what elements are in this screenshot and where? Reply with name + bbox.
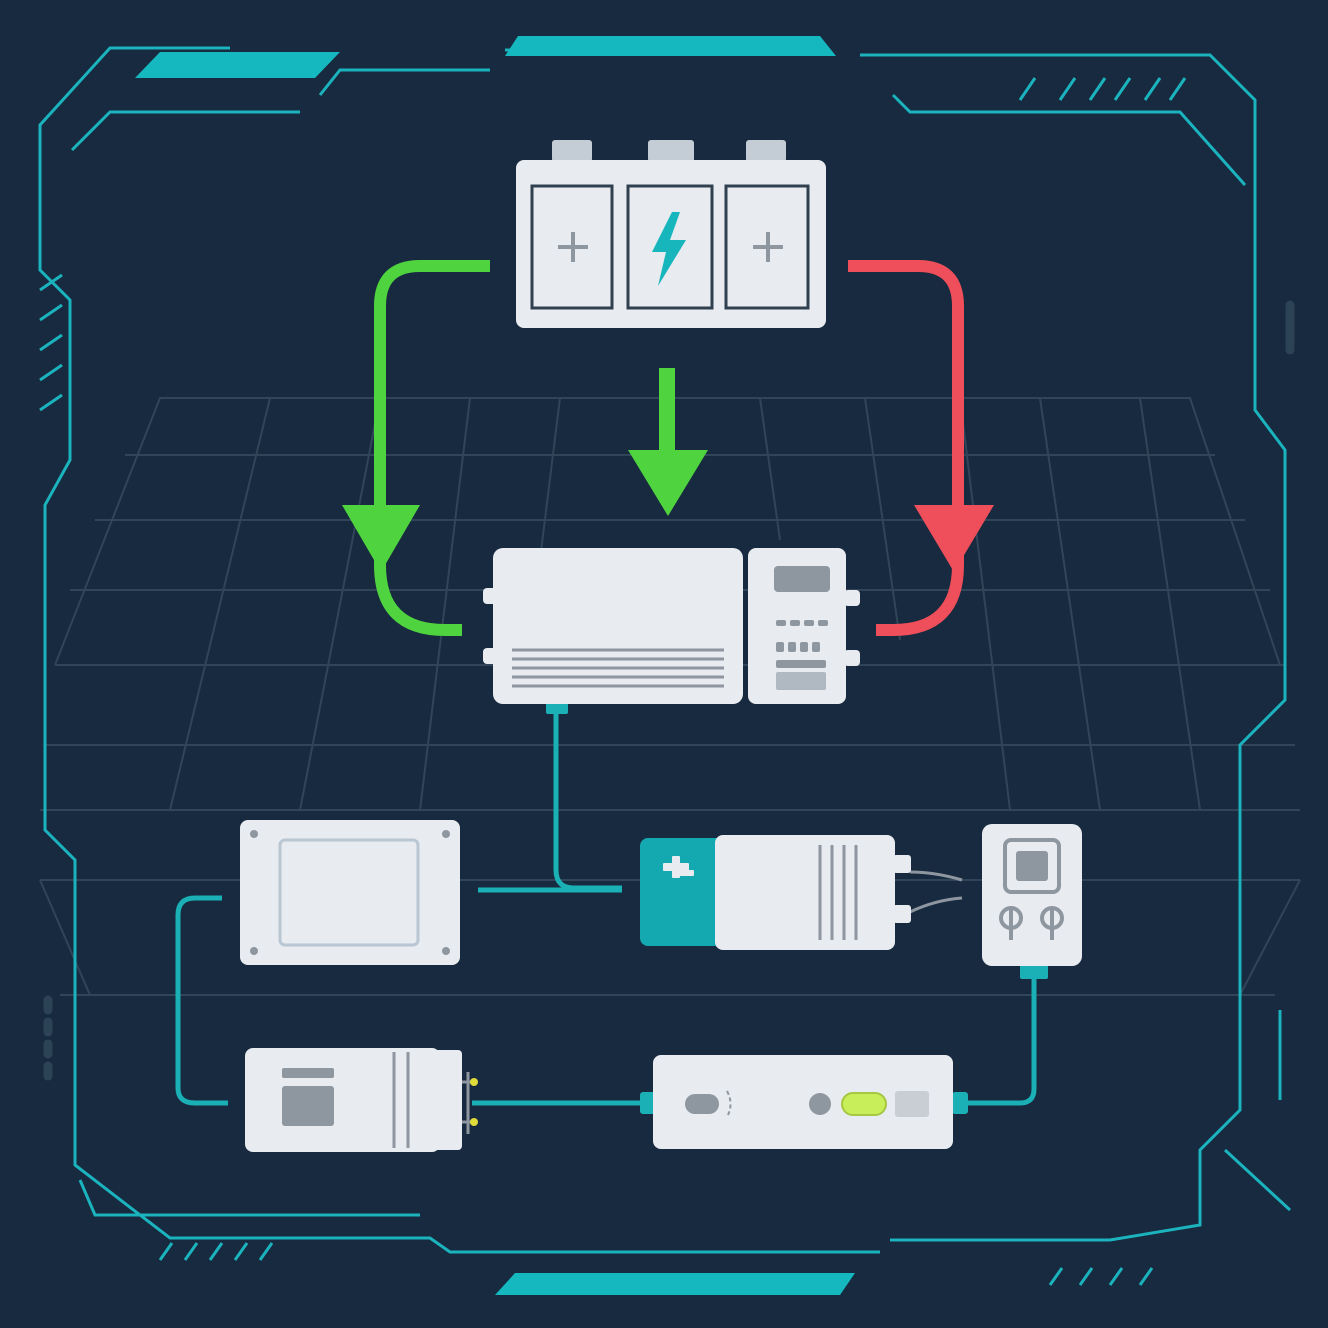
charge-arrowhead-left (342, 505, 420, 572)
power-strip (653, 1055, 953, 1149)
wire-strip-to-outlet (958, 975, 1037, 1106)
plus-icon (558, 232, 588, 262)
inverter-unit (483, 548, 860, 704)
hud-accent-bars (135, 36, 855, 1295)
charge-arrowhead-center (628, 450, 708, 516)
display-panel (240, 820, 460, 965)
charge-flow-left (342, 260, 490, 636)
lightning-bolt-icon (652, 212, 686, 286)
wire-panel-to-controller (175, 895, 228, 1106)
module-symbol (663, 856, 694, 878)
charge-controller (245, 1048, 478, 1152)
keypad-icon (774, 566, 830, 690)
discharge-arrowhead-right (914, 505, 994, 572)
discharge-flow-right (848, 260, 994, 636)
battery-bank (516, 140, 826, 328)
plus-icon (753, 232, 783, 262)
hud-frame (38, 46, 1295, 1254)
hud-ticks (39, 77, 1282, 1286)
wires (175, 708, 1037, 1106)
status-led (841, 1092, 887, 1116)
wall-outlet (982, 824, 1082, 966)
charge-flow-center (628, 368, 708, 516)
power-socket-icon (999, 838, 1064, 940)
power-module (640, 835, 911, 950)
